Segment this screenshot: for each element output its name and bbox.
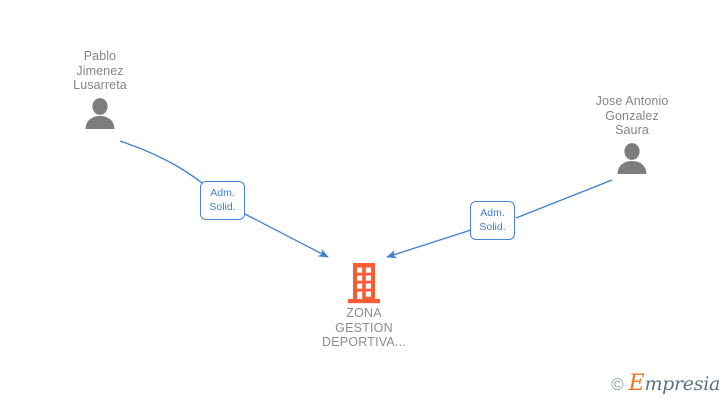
person-icon <box>85 97 115 129</box>
edge-badge-jose-to-company[interactable]: Adm. Solid. <box>470 201 515 240</box>
node-label-pablo: Pablo Jimenez Lusarreta <box>73 49 127 92</box>
copyright-icon: © <box>611 374 624 394</box>
person-icon <box>617 142 647 174</box>
node-label-jose-antonio: Jose Antonio Gonzalez Saura <box>595 94 669 137</box>
edge-badge-pablo-to-company[interactable]: Adm. Solid. <box>200 181 245 220</box>
edge-line-pablo-to-company-tail <box>242 212 329 258</box>
edge-line-pablo-to-company <box>119 140 207 187</box>
watermark-brand-rest: mpresia <box>644 373 720 395</box>
watermark-brand: Empresia <box>628 371 721 396</box>
node-person-pablo-jimenez-lusarreta[interactable]: Pablo Jimenez Lusarreta <box>46 49 154 129</box>
node-person-jose-antonio-gonzalez-saura[interactable]: Jose Antonio Gonzalez Saura <box>575 94 689 174</box>
watermark-empresia: © Empresia <box>611 371 721 396</box>
edge-line-jose-to-company-tail <box>386 229 472 259</box>
building-icon <box>348 263 380 304</box>
node-label-company: ZONA GESTION DEPORTIVA... <box>322 306 406 349</box>
node-company-zona-gestion-deportiva[interactable]: ZONA GESTION DEPORTIVA... <box>300 262 428 350</box>
edge-line-jose-to-company <box>515 179 613 219</box>
watermark-brand-initial: E <box>628 371 645 396</box>
